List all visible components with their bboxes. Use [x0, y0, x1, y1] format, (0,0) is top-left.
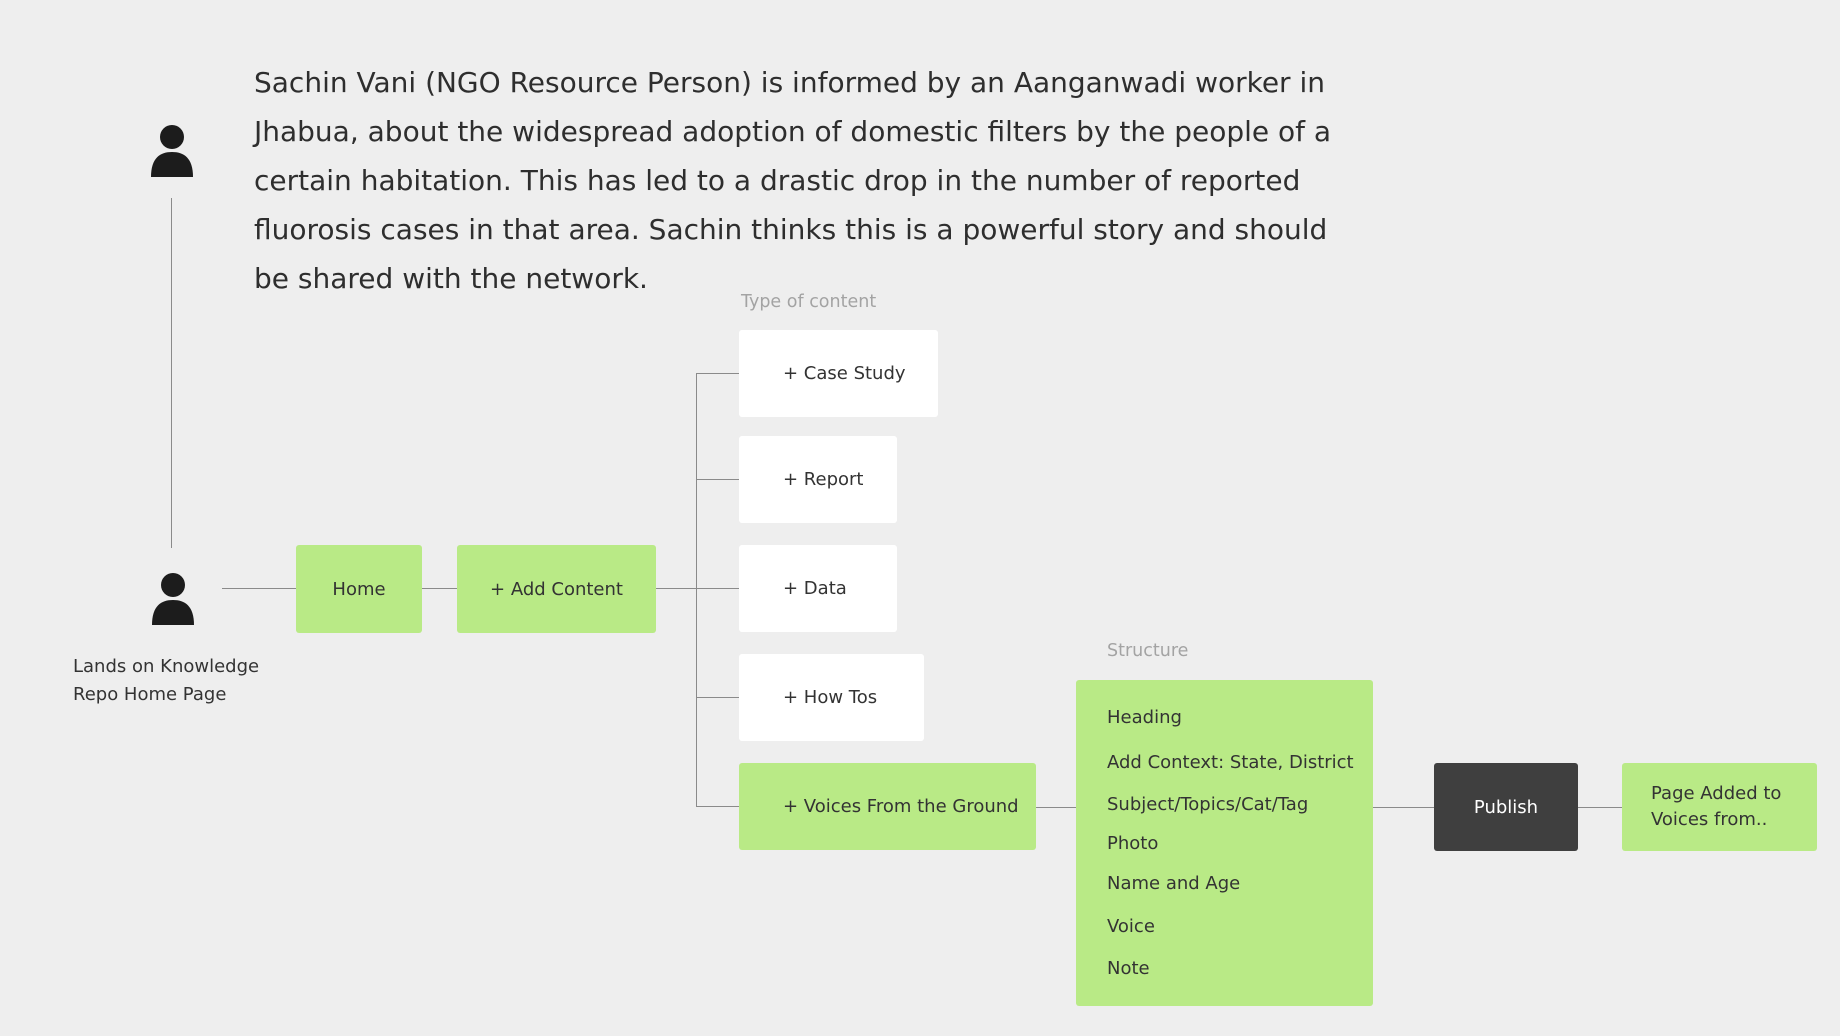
- case-study-label: + Case Study: [783, 363, 906, 384]
- page-added-line-1: Page Added to: [1651, 783, 1782, 804]
- structure-item-voice: Voice: [1107, 916, 1155, 937]
- structure-panel: Heading Add Context: State, District Sub…: [1076, 680, 1373, 1006]
- structure-item-photo: Photo: [1107, 833, 1159, 854]
- content-type-section-label: Type of content: [741, 292, 877, 312]
- persona-to-home-line: [222, 588, 296, 589]
- persona-caption-line-1: Lands on Knowledge: [73, 656, 260, 677]
- branch-case-study-line: [696, 373, 739, 374]
- branch-report-line: [696, 479, 739, 480]
- voices-from-the-ground-option[interactable]: + Voices From the Ground: [739, 763, 1036, 850]
- add-content-to-branch-line: [655, 588, 696, 589]
- structure-item-subject: Subject/Topics/Cat/Tag: [1107, 794, 1309, 815]
- scenario-description: Sachin Vani (NGO Resource Person) is inf…: [254, 66, 1332, 295]
- structure-to-publish-line: [1373, 807, 1434, 808]
- persona-connector-line: [171, 198, 172, 548]
- branch-voices-line: [696, 806, 739, 807]
- structure-item-heading: Heading: [1107, 707, 1182, 728]
- how-tos-option[interactable]: + How Tos: [739, 654, 924, 741]
- structure-item-context: Add Context: State, District: [1107, 752, 1354, 773]
- how-tos-label: + How Tos: [783, 687, 878, 708]
- add-content-node-label: + Add Content: [490, 578, 623, 600]
- publish-button[interactable]: Publish: [1434, 763, 1578, 851]
- home-node[interactable]: Home: [296, 545, 422, 633]
- home-node-label: Home: [332, 578, 386, 600]
- page-added-text: Page Added to Voices from..: [1651, 781, 1781, 833]
- persona-caption: Lands on Knowledge Repo Home Page: [73, 653, 259, 709]
- publish-to-result-line: [1578, 807, 1622, 808]
- person-icon: [152, 573, 194, 625]
- branch-how-tos-line: [696, 697, 739, 698]
- page-added-result: Page Added to Voices from..: [1622, 763, 1817, 851]
- data-option[interactable]: + Data: [739, 545, 897, 632]
- structure-item-note: Note: [1107, 958, 1150, 979]
- persona-caption-line-2: Repo Home Page: [73, 684, 227, 705]
- report-label: + Report: [783, 469, 864, 490]
- branch-trunk-line: [696, 373, 697, 807]
- home-to-add-content-line: [421, 588, 457, 589]
- publish-button-label: Publish: [1473, 796, 1539, 818]
- report-option[interactable]: + Report: [739, 436, 897, 523]
- voices-from-the-ground-label: + Voices From the Ground: [783, 796, 1019, 817]
- page-added-line-2: Voices from..: [1651, 809, 1768, 830]
- person-icon: [151, 125, 193, 177]
- data-label: + Data: [783, 578, 847, 599]
- voices-to-structure-line: [1036, 807, 1076, 808]
- case-study-option[interactable]: + Case Study: [739, 330, 938, 417]
- branch-data-line: [696, 588, 739, 589]
- add-content-node[interactable]: + Add Content: [457, 545, 656, 633]
- structure-section-label: Structure: [1107, 641, 1189, 661]
- structure-item-name-age: Name and Age: [1107, 873, 1241, 894]
